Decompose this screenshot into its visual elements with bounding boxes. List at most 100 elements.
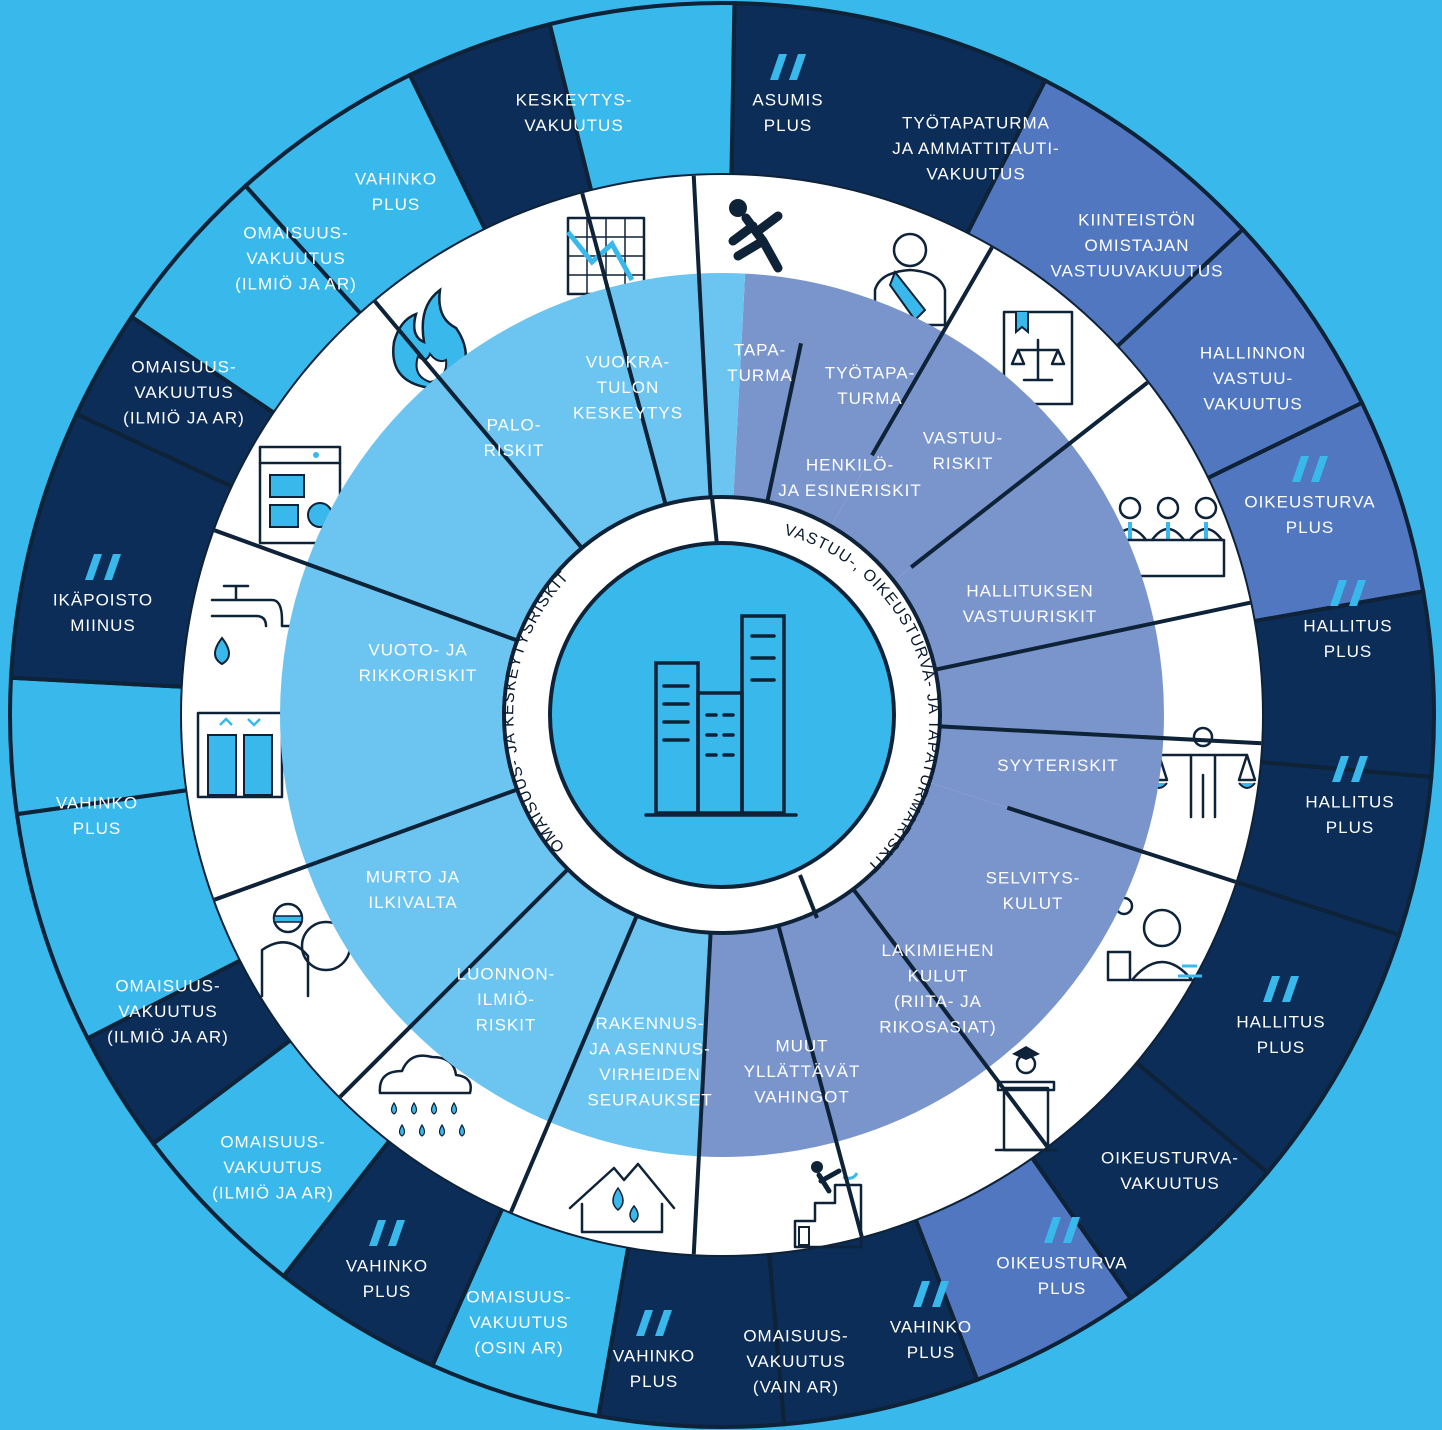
outer-segment-label: OMAISUUS-VAKUUTUS(ILMIÖ JA AR) [212,1133,334,1203]
inner-segment-label-line: RAKENNUS- [595,1014,704,1033]
spoke-line [213,787,518,902]
inner-segment-label-line: LUONNON- [457,965,556,984]
spoke-line [765,342,803,503]
outer-segment-label: OMAISUUS-VAKUUTUS(OSIN AR) [466,1288,571,1358]
plus-product-icon [85,554,121,580]
spoke-line [580,192,668,505]
inner-sector [853,782,1143,1068]
center-disc [548,541,896,889]
outer-segment-label: OMAISUUS-VAKUUTUS(ILMIÖ JA AR) [107,977,229,1047]
inner-sector [831,332,1071,581]
outer-segment-label-line: OMAISUUS- [466,1288,571,1307]
spoke-line [1006,805,1237,884]
inner-segment-label-line: LAKIMIEHEN [882,941,995,960]
inner-segment-label-line: VASTUURISKIT [963,607,1097,626]
outer-segment-label-line: MIINUS [70,616,136,635]
outer-segment-label-line: PLUS [907,1343,955,1362]
spoke-line [509,914,639,1213]
plus-product-icon [913,1281,949,1307]
outer-segment-label: OMAISUUS-VAKUUTUS(VAIN AR) [743,1327,848,1397]
inner-segment-label-line: TURMA [837,389,902,408]
plus-product-icon [378,133,414,159]
outer-segment-label-line: HALLINNON [1200,344,1306,363]
burglar-icon [260,902,352,998]
inner-segment-label-line: VASTUU- [923,428,1003,447]
outer-segment-label-line: OMAISUUS- [131,358,236,377]
inner-sector [549,915,711,1157]
inner-segment-label-line: ILMIÖ- [477,990,535,1009]
spoke-line [939,724,1262,746]
outer-segment-label: IKÄPOISTO MIINUS [53,590,153,635]
inner-segment-label-line: VUOTO- JA [368,640,467,659]
inner-segment-label-line: VAHINGOT [754,1088,850,1107]
graduate-podium-icon [994,1046,1058,1152]
inner-segment-label-line: RISKIT [484,441,545,460]
spoke-line [691,175,713,498]
spoke-line [338,867,570,1099]
outer-segment-label: OMAISUUS-VAKUUTUS(ILMIÖ JA AR) [123,358,245,428]
inner-segment-label: VASTUU-RISKIT [923,428,1003,473]
spoke-line [934,600,1251,672]
inner-sector [929,726,1164,852]
outer-segment-label-line: VAKUUTUS [134,383,233,402]
plus-product-icon [770,54,806,80]
inner-sector [607,273,746,505]
inner-sector [409,869,637,1122]
inner-segment-label: HENKILÖ-JA ESINERISKIT [778,455,921,500]
spoke-line [691,932,713,1255]
elevator-icon [196,711,284,799]
rain-cloud-icon [378,1054,472,1137]
outer-segment-label-line: PLUS [363,1282,411,1301]
icon-layer [196,199,1257,1249]
outer-segment-label-line: IKÄPOISTO [53,590,153,609]
inner-sector [893,442,1155,670]
outer-segment-label-line: PLUS [1326,818,1374,837]
outer-segment-label-line: OMAISUUS- [220,1133,325,1152]
inner-sector [698,925,837,1157]
outer-segment-label-line: (ILMIÖ JA AR) [235,275,357,294]
outer-segment-label-line: KESKEYTYS- [516,90,633,109]
office-buildings-icon [644,614,798,817]
inner-sector [778,889,989,1142]
outer-segment-label-line: PLUS [1038,1279,1086,1298]
law-book-icon [1002,310,1074,406]
outer-segment-label-line: VAKUUTUS [246,249,345,268]
spoke-line [909,380,1149,569]
outer-segment-label: OIKEUSTURVA-VAKUUTUS [1101,1148,1239,1193]
outer-segment-label: HALLITUS PLUS [1305,792,1394,837]
outer-segment-label-line: VAKUUTUS [926,165,1025,184]
outer-segment-label-line: PLUS [764,116,812,135]
inner-segment-label: SYYTERISKIT [997,756,1119,775]
outer-segment-label: KESKEYTYS-VAKUUTUS [516,90,633,135]
broken-roof-water-icon [568,1162,676,1234]
outer-segment-label-line: (ILMIÖ JA AR) [107,1028,229,1047]
plus-product-icon [1332,756,1368,782]
dripping-tap-icon [210,584,296,666]
outer-segment-label-line: OMAISUUS- [743,1327,848,1346]
outer-segment-label-line: PLUS [73,819,121,838]
outer-segment-label-line: HALLITUS [1305,792,1394,811]
inner-segment-label-line: HALLITUKSEN [966,581,1093,600]
inner-segment-label-line: JA ASENNUS- [589,1039,711,1058]
outer-segment-label-line: VASTUU- [1213,369,1293,388]
spoke-line [776,925,864,1238]
inner-segment-label: TYÖTAPA-TURMA [825,363,916,408]
spoke-line [373,300,584,550]
outer-segment-label-line: VAKUUTUS [1120,1174,1219,1193]
plus-product-icon [1292,456,1328,482]
plus-product-icon [1330,580,1366,606]
inner-segment-label: PALO-RISKIT [484,415,545,460]
outer-segment-label-line: HALLITUS [1236,1012,1325,1031]
